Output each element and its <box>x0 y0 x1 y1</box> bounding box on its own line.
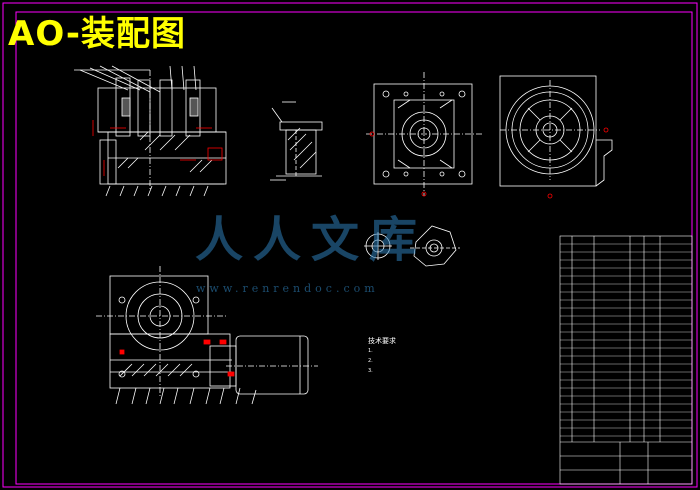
parts-list-rows <box>560 243 692 437</box>
top-view <box>366 72 482 196</box>
parts-list-table <box>559 235 693 485</box>
tech-requirements-title: 技术要求 <box>368 337 396 345</box>
front-section-view <box>74 65 227 197</box>
side-view-markers <box>119 339 235 377</box>
side-section-view <box>96 266 318 405</box>
part-detail-views <box>364 225 460 267</box>
watermark-url: www.renrendoc.com <box>196 282 379 295</box>
flange-view <box>499 75 613 187</box>
flange-markers <box>547 127 609 199</box>
front-view-dimensions <box>92 120 223 176</box>
detail-section-view <box>270 101 323 181</box>
tech-requirement-3: 3. <box>368 368 373 374</box>
drawing-title: AO-装配图 <box>8 14 186 54</box>
tech-requirement-1: 1. <box>368 348 373 354</box>
top-view-markers <box>369 131 427 197</box>
watermark-text: 人人文库 <box>195 212 428 268</box>
tech-requirement-2: 2. <box>368 358 373 364</box>
